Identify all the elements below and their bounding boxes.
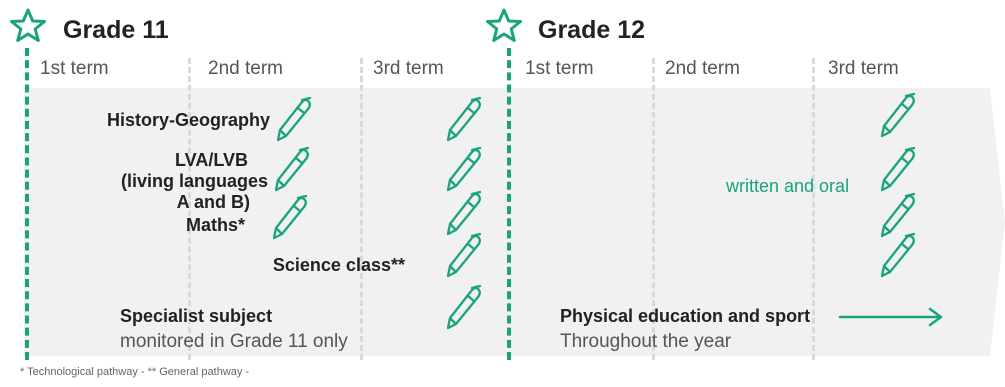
subject-maths: Maths*: [185, 215, 245, 235]
subject-physical-education: Physical education and sport: [560, 306, 811, 326]
term-label: 2nd term: [208, 58, 283, 79]
star-icon: [486, 8, 522, 42]
pen-icon: [880, 146, 916, 192]
right-arrow-icon: [838, 307, 943, 327]
subject-lva-line3: A and B): [176, 192, 250, 212]
star-icon: [10, 8, 46, 42]
specialist-note: monitored in Grade 11 only: [120, 331, 348, 352]
grade-12-start-line: [507, 48, 511, 360]
pen-icon: [276, 96, 312, 142]
pen-icon: [880, 192, 916, 238]
pen-icon: [272, 194, 308, 240]
subject-specialist: Specialist subject: [120, 306, 273, 326]
timeline-band: [24, 88, 1005, 356]
term-divider: [812, 58, 815, 360]
written-oral-label: written and oral: [726, 176, 850, 196]
pen-icon: [274, 146, 310, 192]
pen-icon: [446, 96, 482, 142]
term-divider: [188, 58, 191, 360]
pen-icon: [446, 146, 482, 192]
pen-icon: [446, 232, 482, 278]
term-label: 3rd term: [828, 58, 899, 79]
grade-11-start-line: [25, 48, 29, 360]
term-label: 3rd term: [373, 58, 444, 79]
term-label: 2nd term: [665, 58, 740, 79]
subject-science: Science class**: [272, 255, 405, 275]
pe-note: Throughout the year: [560, 331, 732, 352]
pen-icon: [880, 92, 916, 138]
footnote: * Technological pathway - ** General pat…: [20, 366, 250, 378]
term-label: 1st term: [40, 58, 109, 79]
grade-12-title: Grade 12: [538, 16, 646, 44]
pen-icon: [446, 284, 482, 330]
subject-lva-line2: (living languages: [120, 171, 268, 191]
term-label: 1st term: [525, 58, 594, 79]
pen-icon: [880, 232, 916, 278]
term-divider: [652, 58, 655, 360]
subject-lva-line1: LVA/LVB: [175, 150, 248, 170]
term-divider: [360, 58, 363, 360]
subject-history-geography: History-Geography: [106, 110, 270, 130]
pen-icon: [446, 190, 482, 236]
grade-11-title: Grade 11: [63, 16, 169, 44]
